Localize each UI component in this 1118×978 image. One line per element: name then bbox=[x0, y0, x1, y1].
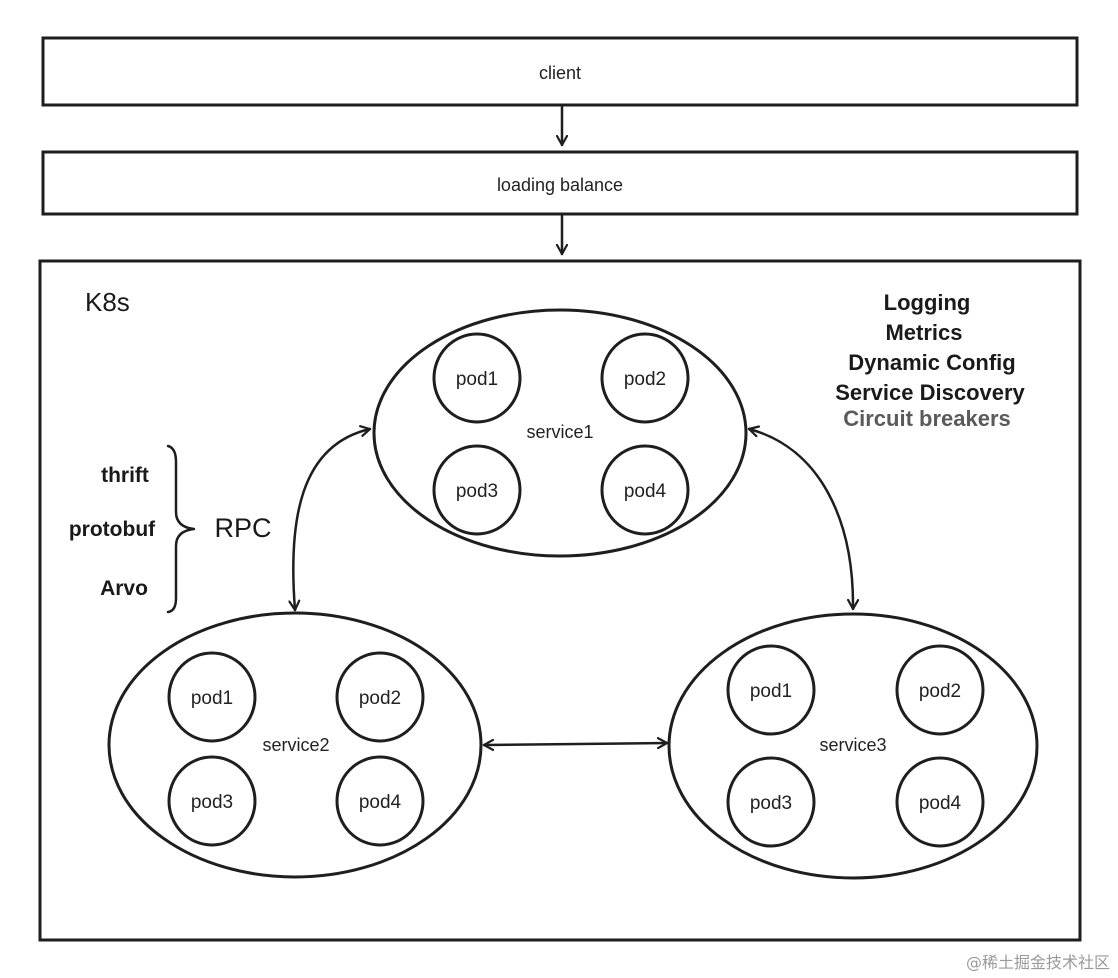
feature-service-discovery: Service Discovery bbox=[835, 380, 1025, 405]
service1-label: service1 bbox=[526, 422, 593, 442]
service2-pod3: pod3 bbox=[167, 755, 257, 847]
pod-label: pod4 bbox=[359, 792, 402, 813]
load-balance-box: loading balance bbox=[41, 150, 1079, 216]
feature-list: Logging Metrics Dynamic Config Service D… bbox=[835, 290, 1025, 431]
service2-pod2: pod2 bbox=[335, 651, 425, 743]
rpc-item-arvo: Arvo bbox=[100, 577, 148, 600]
feature-dynamic-config: Dynamic Config bbox=[848, 350, 1015, 375]
rpc-item-protobuf: protobuf bbox=[69, 518, 156, 541]
service3-pod3: pod3 bbox=[726, 756, 816, 848]
service3-label: service3 bbox=[819, 735, 886, 755]
service1-pod3: pod3 bbox=[432, 444, 522, 536]
pod-label: pod3 bbox=[456, 481, 498, 502]
feature-logging: Logging bbox=[884, 290, 971, 315]
pod-label: pod2 bbox=[624, 369, 666, 390]
service3-pod2: pod2 bbox=[895, 644, 985, 736]
service1-pod1: pod1 bbox=[432, 332, 522, 424]
pod-label: pod2 bbox=[359, 688, 401, 709]
pod-label: pod2 bbox=[919, 681, 961, 702]
service3-pod4: pod4 bbox=[895, 756, 985, 848]
service2-pod4: pod4 bbox=[335, 755, 425, 847]
service1: service1 pod1 pod2 pod3 pod4 bbox=[372, 308, 748, 558]
feature-metrics: Metrics bbox=[885, 320, 962, 345]
client-label: client bbox=[539, 63, 581, 83]
service2-service3-arrow bbox=[482, 743, 669, 745]
rpc-item-thrift: thrift bbox=[101, 464, 149, 487]
pod-label: pod3 bbox=[191, 792, 233, 813]
service2-label: service2 bbox=[262, 735, 329, 755]
rpc-brace bbox=[166, 444, 196, 614]
service3-pod1: pod1 bbox=[726, 644, 816, 736]
service1-service2-arrow bbox=[293, 429, 372, 612]
rpc-title: RPC bbox=[214, 513, 271, 543]
service2: service2 pod1 pod2 pod3 pod4 bbox=[107, 611, 483, 879]
k8s-title: K8s bbox=[85, 287, 130, 317]
watermark: @稀土掘金技术社区 bbox=[966, 953, 1110, 972]
pod-label: pod3 bbox=[750, 793, 792, 814]
service2-pod1: pod1 bbox=[167, 651, 257, 743]
pod-label: pod1 bbox=[191, 688, 233, 709]
service1-service3-arrow bbox=[747, 429, 853, 611]
pod-label: pod1 bbox=[456, 369, 498, 390]
pod-label: pod4 bbox=[919, 793, 962, 814]
service1-pod2: pod2 bbox=[600, 332, 690, 424]
rpc-group: thrift protobuf Arvo RPC bbox=[69, 444, 272, 614]
client-box: client bbox=[41, 36, 1079, 107]
pod-label: pod4 bbox=[624, 481, 667, 502]
pod-label: pod1 bbox=[750, 681, 792, 702]
service3: service3 pod1 pod2 pod3 pod4 bbox=[667, 612, 1039, 880]
feature-circuit-breakers: Circuit breakers bbox=[843, 406, 1011, 431]
service1-pod4: pod4 bbox=[600, 444, 690, 536]
load-balance-label: loading balance bbox=[497, 175, 623, 195]
